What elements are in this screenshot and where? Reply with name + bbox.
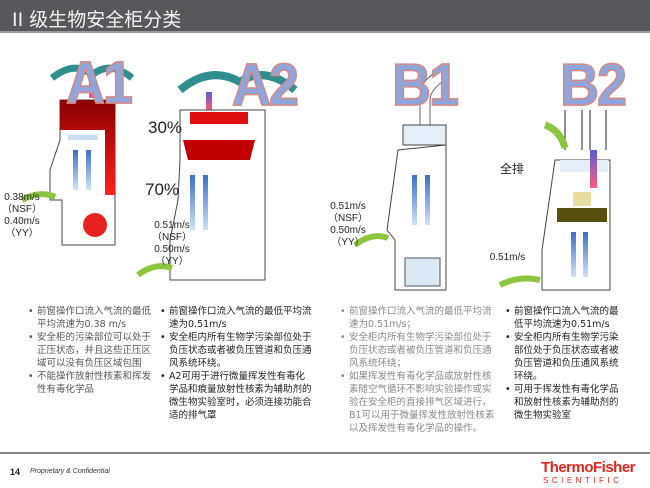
b1-velocity-labels: 0.51m/s（NSF）0.50m/s（YY）	[323, 201, 373, 249]
bullet: 安全柜的污染部位可以处于正压状态，并且这些正压区域可以没有负压区域包围	[28, 331, 153, 370]
a1-diagram	[20, 64, 135, 246]
fan-icon	[83, 213, 107, 237]
bullet: 前窗操作口流入气流的最低平均流速为0.51m/s	[505, 305, 625, 331]
recirc-percent: 70%	[145, 180, 180, 199]
cabinet-diagrams	[20, 64, 611, 291]
cabinet-title-a2: A2	[231, 51, 300, 119]
bullet: 如果挥发性有毒化学品或放射性核素随空气循环不影响实验操作或实验在安全柜的直接排气…	[340, 370, 495, 435]
footer-divider	[0, 452, 650, 454]
label: （YY）	[155, 256, 189, 267]
a1-velocity-labels: 0.38m/s（NSF）0.40m/s（YY）	[2, 192, 42, 240]
label: （YY）	[331, 237, 365, 248]
cabinet-title-a1: A1	[65, 49, 134, 117]
label: （NSF）	[2, 204, 42, 215]
label: 0.40m/s	[4, 216, 40, 227]
label: （NSF）	[328, 213, 368, 224]
bullet: 不能操作放射性核素和挥发性有毒化学品	[28, 370, 153, 396]
label: （NSF）	[152, 232, 192, 243]
a2-diagram	[136, 71, 298, 281]
page-title: II 级生物安全柜分类	[12, 9, 182, 31]
b2-diagram	[498, 110, 611, 291]
b2-velocity-label: 0.51m/s	[489, 252, 526, 263]
exhaust-percent: 30%	[148, 118, 183, 137]
bullet: 前窗操作口流入气流的最低平均流速为0.51m/s；	[340, 305, 495, 331]
bullet: 前窗操作口流入气流的最低平均流速为0.38 m/s	[28, 305, 153, 331]
a2-velocity-labels: 0.51m/s（NSF）0.50m/s（YY）	[147, 220, 197, 268]
bullet: 安全柜内所有生物学污染部位处于负压状态或者被负压管道和负压通风系统环绕。	[160, 331, 312, 370]
b2-note: 全排	[500, 162, 525, 176]
label: 0.51m/s	[154, 220, 190, 231]
cabinet-title-b2: B2	[559, 51, 628, 119]
a2-description: 前窗操作口流入气流的最低平均流速为0.51m/s安全柜内所有生物学污染部位处于负…	[160, 305, 312, 422]
page-number: 14	[10, 467, 21, 477]
confidential-note: Proprietary & Confidential	[30, 468, 110, 475]
a1-description: 前窗操作口流入气流的最低平均流速为0.38 m/s安全柜的污染部位可以处于正压状…	[28, 305, 153, 396]
cabinet-title-b1: B1	[391, 51, 460, 119]
brand-logo-sub: SCIENTIFIC	[543, 476, 623, 485]
bullet: 前窗操作口流入气流的最低平均流速为0.51m/s	[160, 305, 312, 331]
label: 0.50m/s	[154, 244, 190, 255]
b2-description: 前窗操作口流入气流的最低平均流速为0.51m/s安全柜内所有生物学污染部位处于负…	[505, 305, 625, 422]
label: （YY）	[5, 228, 39, 239]
brand-logo: ThermoFisher	[541, 459, 636, 476]
exhaust-arrow-icon	[49, 64, 135, 81]
bullet: 安全柜内所有生物学污染部位处于负压状态或者被负压管道和负压通风系统环绕；	[340, 331, 495, 370]
label: 0.38m/s	[4, 192, 40, 203]
bullet: A2可用于进行微量挥发性有毒化学品和痕量放射性核素为辅助剂的微生物实验室时，必须…	[160, 370, 312, 422]
bullet: 安全柜内所有生物学污染部位处于负压状态或者被负压管道和负压通风系统环绕。	[505, 331, 625, 383]
bullet: 可用于挥发性有毒化学品和放射性核素为辅助剂的微生物实验室	[505, 383, 625, 422]
b1-description: 前窗操作口流入气流的最低平均流速为0.51m/s；安全柜内所有生物学污染部位处于…	[340, 305, 495, 435]
b1-diagram	[353, 69, 447, 291]
title-bar: II 级生物安全柜分类	[0, 0, 650, 33]
label: 0.51m/s	[330, 201, 366, 212]
label: 0.50m/s	[330, 225, 366, 236]
